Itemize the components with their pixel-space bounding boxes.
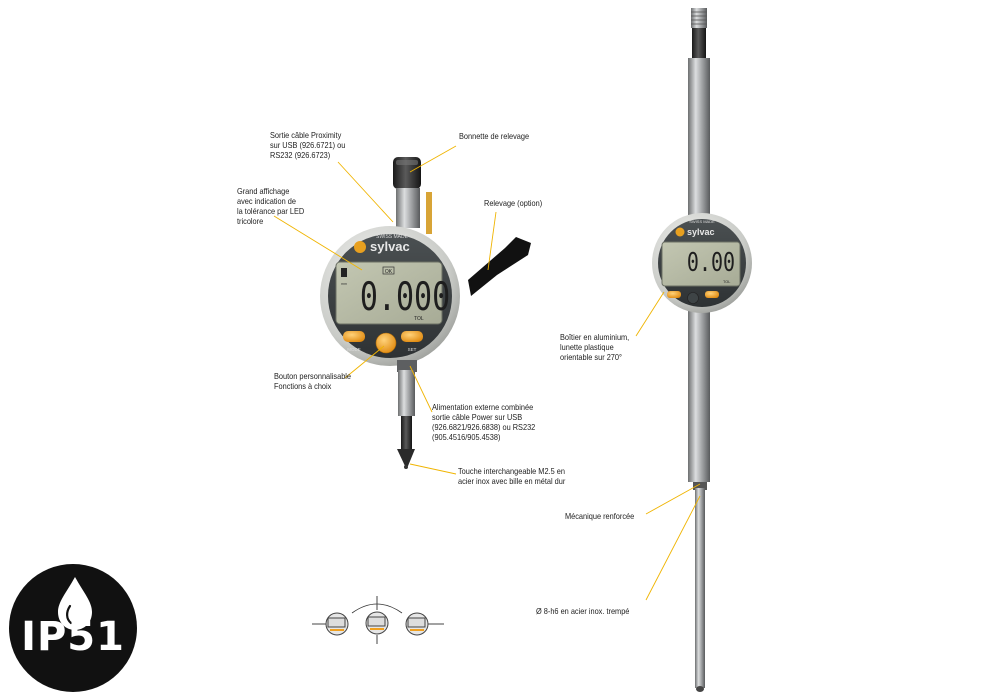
large-center-button[interactable] <box>687 292 699 304</box>
lifting-lever <box>468 237 531 296</box>
mode-button[interactable] <box>343 331 365 342</box>
large-right-button[interactable] <box>705 291 719 298</box>
label-lifting-lever: Relevage (option) <box>484 198 543 208</box>
brand-name: sylvac <box>370 239 410 254</box>
large-brand-name: sylvac <box>687 227 715 237</box>
large-tol-label: TOL <box>723 280 730 284</box>
label-lifting-knob: Bonnette de relevage <box>459 131 530 141</box>
top-cap <box>692 28 706 58</box>
upper-stem <box>396 188 420 228</box>
small-gauge: SWISS MADE sylvac OK mm 0.000 TOL MODE S… <box>320 157 531 469</box>
label-spindle-diameter: Ø 8-h6 en acier inox. trempé <box>536 606 630 616</box>
set-button-label: SET <box>408 347 417 352</box>
contact-point <box>397 449 415 466</box>
top-thread <box>691 8 707 28</box>
leader-lines <box>273 145 701 601</box>
label-proximity-cable: Sortie câble Proximity sur USB (926.6721… <box>270 130 346 160</box>
ip-rating-text: IP51 <box>21 614 125 660</box>
lcd-reading: 0.000 <box>360 275 450 320</box>
brand-logo-icon <box>354 241 366 253</box>
label-contact-point: Touche interchangeable M2.5 en acier ino… <box>458 466 566 486</box>
large-lcd-display <box>661 241 741 287</box>
ip-rating-badge <box>9 564 137 692</box>
large-swiss-made-label: SWISS MADE <box>689 219 715 224</box>
label-custom-button: Bouton personnalisable Fonctions à choix <box>274 371 352 391</box>
spindle-rod <box>695 488 705 688</box>
lifting-rod <box>426 192 432 234</box>
label-external-power: Alimentation externe combinée sortie câb… <box>432 402 536 442</box>
set-button[interactable] <box>401 331 423 342</box>
label-reinforced-mechanics: Mécanique renforcée <box>565 511 635 521</box>
power-connector <box>397 360 417 372</box>
ok-indicator: OK <box>385 269 393 275</box>
swiss-made-label: SWISS MADE <box>376 234 409 240</box>
unit-label: mm <box>341 282 347 286</box>
label-large-display: Grand affichage avec indication de la to… <box>237 186 305 226</box>
large-brand-logo-icon <box>675 227 685 237</box>
spindle <box>401 416 412 450</box>
large-left-button[interactable] <box>667 291 681 298</box>
tol-label: TOL <box>414 316 424 322</box>
orientation-diagram <box>312 596 444 644</box>
lower-stem <box>398 370 415 416</box>
mode-button-label: MODE <box>347 347 361 352</box>
battery-icon <box>341 268 347 277</box>
lcd-display <box>335 261 443 325</box>
large-lcd-reading: 0.00 <box>687 247 735 277</box>
label-housing: Boîtier en aluminium, lunette plastique … <box>560 332 630 362</box>
large-gauge: SWISS MADE sylvac 0.00 TOL <box>652 8 752 692</box>
